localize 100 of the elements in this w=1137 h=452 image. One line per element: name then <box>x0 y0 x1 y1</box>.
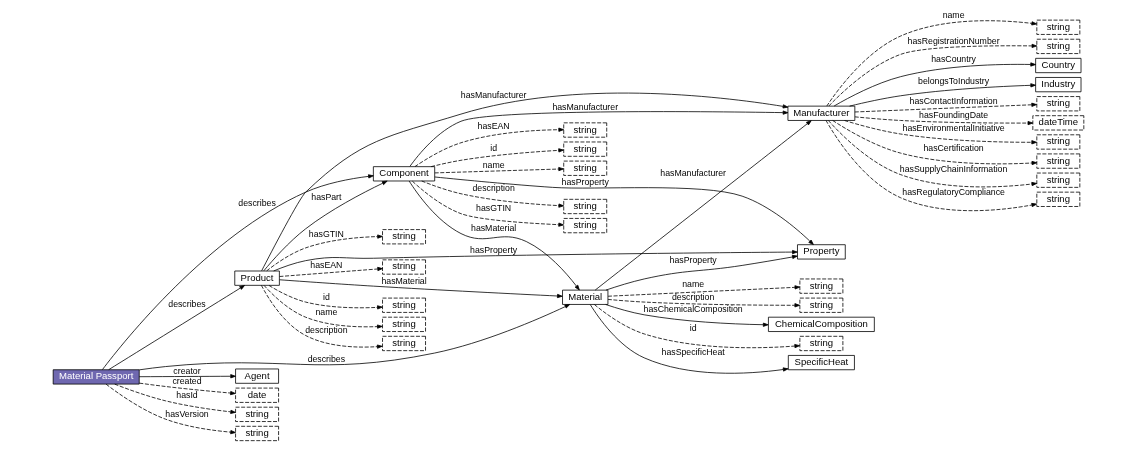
arrow <box>849 83 1036 107</box>
arrow <box>261 285 383 349</box>
node-box: string <box>1036 134 1081 150</box>
arrow <box>266 234 383 272</box>
edge-label: description <box>305 324 348 335</box>
edge-label: describes <box>238 197 276 208</box>
arrow <box>279 266 383 277</box>
arrow <box>430 148 564 167</box>
arrow <box>594 120 812 291</box>
node-box: dateTime <box>1032 115 1085 131</box>
arrow <box>102 174 374 370</box>
arrow <box>589 304 789 374</box>
edge-label: hasManufacturer <box>660 168 726 179</box>
arrow <box>105 383 236 435</box>
node-box: string <box>799 297 844 313</box>
arrow <box>114 383 236 414</box>
edge-label: id <box>322 291 330 302</box>
node-box: ChemicalComposition <box>768 316 875 332</box>
node-box: string <box>799 335 844 352</box>
node-box: string <box>1036 96 1081 112</box>
node-box: Material Passport <box>52 369 140 385</box>
edge-label: creator <box>173 365 201 376</box>
node-box: string <box>799 278 844 294</box>
edge-label: hasChemicalComposition <box>643 304 743 315</box>
arrow <box>273 250 798 272</box>
node-box: string <box>1036 191 1081 207</box>
arrow <box>844 120 1037 145</box>
node-box: string <box>382 335 426 352</box>
edge-label: name <box>682 278 705 289</box>
node-box: string <box>382 229 426 245</box>
edge-label: id <box>689 323 697 334</box>
arrow <box>605 304 769 327</box>
arrow <box>607 299 801 308</box>
arrow <box>279 279 563 299</box>
node-box: Property <box>797 244 846 260</box>
arrow <box>414 127 564 167</box>
node-box: string <box>1036 38 1081 54</box>
edge-label: hasProperty <box>561 176 609 187</box>
arrow <box>408 180 580 291</box>
node-box: string <box>382 297 426 313</box>
edge-label: hasRegistrationNumber <box>907 35 1000 46</box>
node-box: Industry <box>1035 77 1082 93</box>
edge-label: name <box>315 306 338 317</box>
edge-label: hasEnvironmentalInitiative <box>902 123 1005 134</box>
node-box: string <box>382 316 426 332</box>
node-box: Component <box>372 166 436 182</box>
edge-label: hasGTIN <box>476 203 512 214</box>
arrow <box>263 285 383 329</box>
arrow <box>594 304 800 349</box>
arrow <box>268 285 383 310</box>
edge-label: hasCertification <box>923 142 984 153</box>
node-box: string <box>235 406 279 422</box>
edge-label: hasProperty <box>470 245 518 256</box>
arrow <box>261 92 789 272</box>
arrow <box>263 180 388 272</box>
node-box: string <box>235 425 279 442</box>
arrow <box>825 120 1038 212</box>
edge-label: hasCountry <box>931 54 976 65</box>
node-box: Product <box>234 270 280 286</box>
arrow <box>434 167 564 174</box>
edge-label: hasRegulatoryCompliance <box>902 187 1005 198</box>
arrow <box>826 20 1038 107</box>
arrow <box>854 102 1037 113</box>
arrow <box>138 304 571 371</box>
arrow <box>108 285 245 371</box>
arrow <box>412 180 564 227</box>
arrow <box>138 374 236 379</box>
edge-label: hasGTIN <box>308 228 344 239</box>
node-box: string <box>563 141 608 157</box>
node-box: string <box>1036 153 1081 169</box>
node-box: string <box>563 218 608 234</box>
edge-label: hasMaterial <box>471 223 517 234</box>
arrow <box>833 62 1036 107</box>
arrow <box>434 176 814 245</box>
arrow <box>828 43 1038 107</box>
edge-label: describes <box>307 353 346 364</box>
arrow <box>605 254 798 291</box>
edge-label: hasManufacturer <box>460 90 527 101</box>
edge-label: hasContactInformation <box>909 95 998 106</box>
edge-label: hasPart <box>311 191 342 202</box>
arrow <box>421 180 565 208</box>
arrow <box>409 110 789 167</box>
arrow <box>854 116 1034 126</box>
node-box: string <box>563 122 608 138</box>
node-box: SpecificHeat <box>787 355 855 371</box>
edge-label: hasEAN <box>310 260 343 271</box>
node-box: Country <box>1035 57 1082 74</box>
node-box: date <box>235 387 279 403</box>
node-box: Agent <box>235 368 279 384</box>
node-box: string <box>382 259 426 275</box>
node-box: Manufacturer <box>787 105 856 121</box>
edge-label: hasManufacturer <box>552 101 619 112</box>
node-box: string <box>563 198 608 215</box>
edge-label: hasFoundingDate <box>919 109 989 120</box>
arrow <box>828 120 1038 188</box>
edge-label: created <box>172 375 202 386</box>
edge-label: hasProperty <box>669 254 717 265</box>
edge-label: hasSupplyChainInformation <box>899 164 1008 175</box>
edge-label: describes <box>168 299 206 310</box>
edge-label: hasMaterial <box>381 275 427 286</box>
